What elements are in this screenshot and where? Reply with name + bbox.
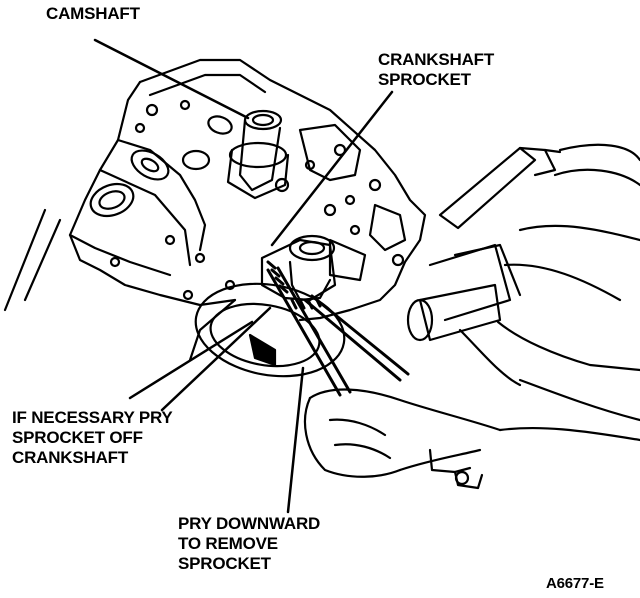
crankshaft-snout [406,243,522,342]
pry-down-label-line2: TO REMOVE [178,534,278,553]
leader-lines [93,38,394,514]
engine-block [3,58,427,362]
crankshaft-sprocket-label-line1: CRANKSHAFT [378,50,495,69]
figure-id-label: A6677-E [546,575,604,592]
crank-handle [438,146,562,230]
pry-off-label-line2: SPROCKET OFF [12,428,143,447]
crankshaft-sprocket-leader [270,90,394,247]
pry-down-label-line3: SPROCKET [178,554,271,573]
pry-bars [266,266,410,397]
camshaft-leader [93,38,250,120]
pry-off-leader-2 [128,320,254,400]
pry-off-label-line3: CRANKSHAFT [12,448,129,467]
crankshaft-sprocket-label-line2: SPROCKET [378,70,471,89]
camshaft-label: CAMSHAFT [46,4,140,23]
lower-hand [303,388,640,490]
crankshaft-sprocket-part [260,234,337,310]
camshaft-part [226,109,290,200]
pry-down-label-line1: PRY DOWNWARD [178,514,321,533]
right-hand [458,143,640,422]
pry-off-label-line1: IF NECESSARY PRY [12,408,173,427]
pry-off-leader-1 [160,306,272,412]
crank-disc [194,282,346,378]
pry-down-leader [286,366,305,514]
